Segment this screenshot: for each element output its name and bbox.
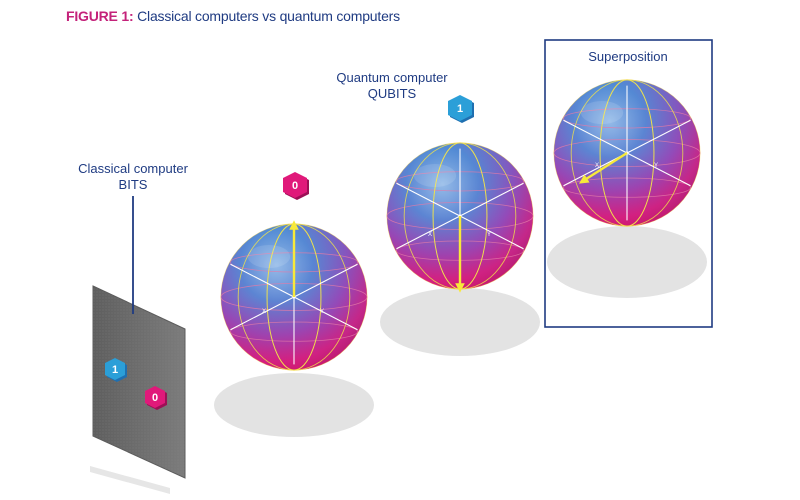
state-label-0: 0 <box>292 180 298 192</box>
sphere-shadow <box>214 373 374 437</box>
sphere-shadow <box>547 226 707 298</box>
qubit-hexagon-icon: 1 <box>448 95 474 123</box>
bloch-sphere-icon: X Y <box>386 142 534 293</box>
axis-y-label: Y <box>654 163 658 169</box>
figure-caption: FIGURE 1: Classical computers vs quantum… <box>66 8 400 24</box>
axis-x-label: X <box>428 232 432 238</box>
bit-label-0: 0 <box>152 392 158 404</box>
quantum-heading-line1: Quantum computer <box>336 70 448 85</box>
axis-x-label: X <box>595 163 599 169</box>
figure-title: Classical computers vs quantum computers <box>137 8 400 24</box>
axis-y-label: Y <box>487 232 491 238</box>
bloch-sphere-icon: X Y <box>553 79 701 227</box>
bloch-sphere-icon: X Y <box>220 220 368 371</box>
axis-y-label: Y <box>320 309 324 315</box>
superposition-box <box>544 39 713 328</box>
quantum-heading-line2: QUBITS <box>368 86 417 101</box>
bit-hexagon-icon: 1 <box>105 358 127 382</box>
superposition-label: Superposition <box>588 49 668 64</box>
state-arrow-icon <box>578 151 628 184</box>
sphere-shadow <box>380 288 540 356</box>
qubit-hexagon-icon: 0 <box>283 172 309 200</box>
axis-x-label: X <box>262 309 266 315</box>
bit-hexagon-icon: 0 <box>145 386 167 410</box>
classical-heading-line2: BITS <box>119 177 148 192</box>
bit-label-1: 1 <box>112 364 118 376</box>
figure-label: FIGURE 1: <box>66 8 134 24</box>
state-label-1: 1 <box>457 103 463 115</box>
classical-heading-line1: Classical computer <box>78 161 188 176</box>
classical-panel <box>90 285 186 494</box>
